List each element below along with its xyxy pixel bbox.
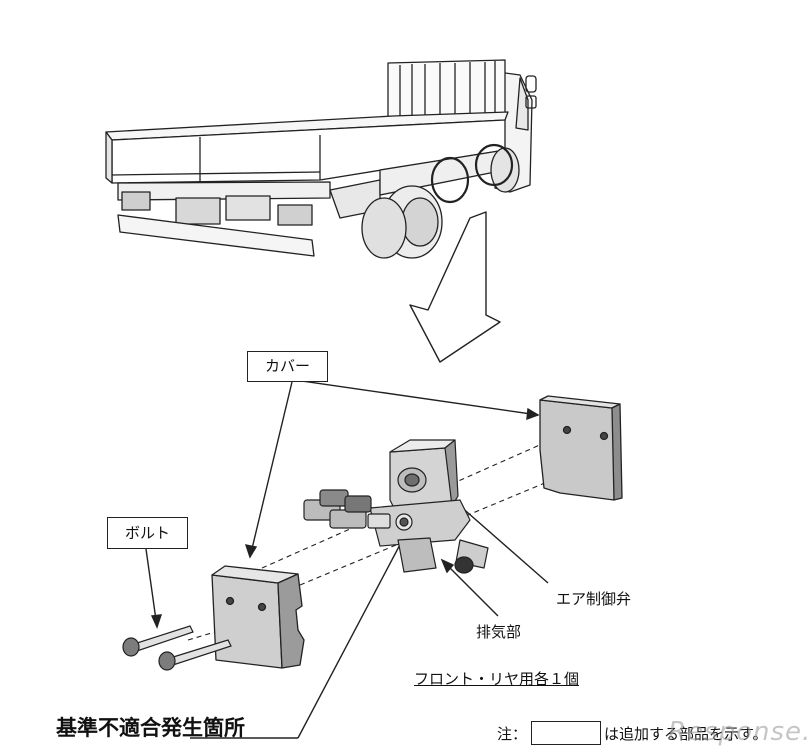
note-prefix: 注：: [497, 724, 528, 743]
nonconformity-title: 基準不適合発生箇所: [56, 716, 245, 740]
bolts: [122, 625, 232, 671]
bolt-label-text: ボルト: [124, 523, 170, 542]
pointer-arrow: [409, 211, 501, 363]
bolt-label: ボルト: [107, 517, 188, 549]
quantity-note: フロント・リヤ用各１個: [414, 670, 580, 688]
watermark-logo: Response.: [668, 717, 809, 747]
cover-label: カバー: [247, 351, 328, 382]
truck-illustration: [105, 59, 537, 259]
exhaust-label: 排気部: [476, 623, 522, 641]
legend-note: 注： は追加する部品を示す。: [497, 721, 768, 745]
note-legend-box: [531, 721, 602, 745]
air-control-valve: [303, 439, 489, 574]
cover-right: [539, 395, 623, 501]
cover-label-text: カバー: [264, 357, 310, 375]
cover-left: [211, 565, 305, 669]
note-suffix: は追加する部品を示す。: [604, 724, 768, 743]
valve-label: エア制御弁: [556, 590, 632, 608]
